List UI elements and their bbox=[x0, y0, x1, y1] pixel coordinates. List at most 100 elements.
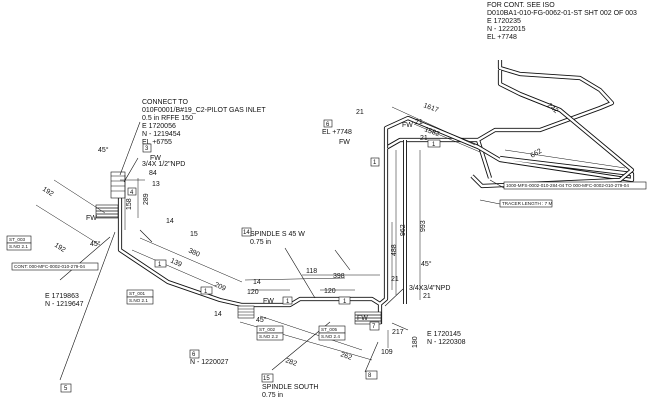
dim-118: 118 bbox=[306, 268, 317, 275]
dim-21a: 21 bbox=[356, 109, 364, 116]
dim-209: 209 bbox=[213, 281, 227, 292]
continuation-north: N - 1222015 bbox=[487, 26, 526, 33]
svg-text:ST_002: ST_002 bbox=[259, 327, 276, 332]
angle-right: 45° bbox=[421, 260, 432, 268]
svg-text:ST_005: ST_005 bbox=[321, 327, 338, 332]
svg-text:1000-MFS-0002-010-284-04 TO 00: 1000-MFS-0002-010-284-04 TO 000-MFC-0002… bbox=[506, 183, 629, 188]
coord-left-east: E 1719863 bbox=[45, 293, 79, 300]
el-mid: EL +7748 bbox=[322, 129, 352, 136]
svg-text:5: 5 bbox=[64, 386, 68, 392]
leader-lines bbox=[59, 121, 505, 381]
svg-text:8: 8 bbox=[368, 373, 372, 379]
continuation-elevation: EL +7748 bbox=[487, 34, 517, 41]
segment-tag-right bbox=[338, 296, 351, 305]
dim-21c: 21 bbox=[420, 135, 428, 142]
fw-mid2: FW bbox=[339, 139, 350, 146]
st002-sno-box bbox=[256, 332, 284, 341]
dim-993: 993 bbox=[420, 220, 427, 232]
svg-text:6: 6 bbox=[192, 352, 196, 358]
dim-192a: 192 bbox=[41, 186, 55, 198]
spindle-south: SPINDLE SOUTH bbox=[262, 384, 318, 391]
item-tag-6-right bbox=[323, 119, 333, 128]
dim-14b: 14 bbox=[214, 311, 222, 318]
fw-top: FW bbox=[150, 155, 161, 162]
st001-sno-box bbox=[126, 296, 154, 305]
angle-bottom: 45° bbox=[256, 316, 267, 324]
segment-tag bbox=[200, 286, 213, 295]
hatched-connection-left bbox=[95, 171, 126, 219]
item-tag-7 bbox=[369, 321, 380, 331]
st005-sno-box bbox=[318, 332, 346, 341]
spindle-s45w-size: 0.75 in bbox=[250, 239, 271, 246]
dim-242: 242 bbox=[546, 102, 560, 115]
svg-text:1: 1 bbox=[343, 299, 347, 305]
svg-text:TRACER LENGTH : 7 M: TRACER LENGTH : 7 M bbox=[502, 201, 552, 206]
middle-labels: 139 380 209 ST_001 S.NO 2.1 14 14 SPINDL… bbox=[126, 227, 378, 399]
dim-21e: 21 bbox=[423, 293, 431, 300]
dim-14-second: 14 bbox=[253, 279, 261, 286]
cont-note-box bbox=[11, 262, 99, 271]
segment-tag bbox=[427, 139, 441, 148]
dim-109: 109 bbox=[381, 349, 393, 356]
item-tag-6 bbox=[189, 349, 200, 359]
dim-14a: 14 bbox=[166, 218, 174, 225]
npd-left: 3/4X 1/2"NPD bbox=[142, 161, 185, 168]
connect-line2: 010F0001/B#19_C2-PILOT GAS INLET bbox=[142, 107, 266, 114]
continuation-line1: FOR CONT. SEE ISO bbox=[487, 2, 555, 9]
dim-662: 662 bbox=[530, 148, 544, 160]
dim-262: 262 bbox=[339, 351, 352, 362]
dim-120b: 120 bbox=[324, 288, 336, 295]
dim-21d: 21 bbox=[391, 276, 399, 283]
dim-398: 398 bbox=[333, 273, 345, 280]
coord-bottom-north: N - 1220027 bbox=[190, 359, 229, 366]
svg-text:1: 1 bbox=[432, 142, 436, 148]
item-tag-8 bbox=[365, 370, 378, 380]
svg-text:S.NO 2.2: S.NO 2.2 bbox=[259, 334, 278, 339]
dim-289: 289 bbox=[143, 193, 150, 205]
dim-120a: 120 bbox=[247, 289, 259, 296]
left-labels: 45° 3 FW 3/4X 1/2"NPD 4 84 13 158 289 19… bbox=[6, 143, 198, 393]
dim-158: 158 bbox=[126, 198, 133, 210]
connect-north: N - 1219454 bbox=[142, 131, 181, 138]
svg-text:15: 15 bbox=[263, 376, 270, 382]
dim-380: 380 bbox=[187, 247, 201, 258]
angle-top-left: 45° bbox=[98, 146, 109, 154]
continuation-east: E 1720235 bbox=[487, 18, 521, 25]
svg-text:14: 14 bbox=[243, 230, 250, 236]
item-tag-3 bbox=[142, 143, 152, 153]
svg-text:7: 7 bbox=[372, 324, 376, 330]
dim-1617: 1617 bbox=[422, 102, 439, 114]
svg-text:3: 3 bbox=[145, 146, 149, 152]
dimension-lines bbox=[35, 95, 626, 361]
angle-left: 45° bbox=[90, 240, 101, 248]
svg-text:CONT: 000-MFC-0002-010-279-04: CONT: 000-MFC-0002-010-279-04 bbox=[14, 264, 85, 269]
item-tag-14 bbox=[241, 227, 252, 237]
item-tag-5 bbox=[60, 383, 72, 393]
svg-text:6: 6 bbox=[326, 122, 330, 128]
spindle-s45w: SPINDLE S 45 W bbox=[250, 231, 305, 238]
segment-tags: 1 1 1 1 1 1 bbox=[154, 139, 441, 305]
item-tag-15 bbox=[261, 373, 274, 383]
dim-15-label: 15 bbox=[190, 231, 198, 238]
svg-text:S.NO 2.4: S.NO 2.4 bbox=[321, 334, 340, 339]
st003-sno-box bbox=[6, 242, 32, 251]
coord-right-north: N - 1220308 bbox=[427, 339, 466, 346]
hatched-connection-bottom bbox=[237, 305, 382, 325]
dim-21b: 21 bbox=[415, 119, 423, 126]
fw-bottom-mid: FW bbox=[263, 298, 274, 305]
dim-282: 282 bbox=[284, 357, 297, 368]
spindle-south-size: 0.75 in bbox=[262, 392, 283, 399]
dim-180: 180 bbox=[412, 336, 419, 348]
svg-text:1: 1 bbox=[204, 289, 208, 295]
continuation-note: FOR CONT. SEE ISO D010BA1-010-FG-0062-01… bbox=[487, 2, 637, 41]
fw-bottom-right: FW bbox=[357, 315, 368, 322]
fw-left: FW bbox=[86, 215, 97, 222]
svg-text:1: 1 bbox=[373, 160, 377, 166]
svg-text:1: 1 bbox=[158, 262, 162, 268]
dim-488: 488 bbox=[391, 244, 398, 256]
dim-139: 139 bbox=[169, 257, 183, 268]
connect-line3: 0.5 in RFFE 150 bbox=[142, 115, 193, 122]
svg-text:ST_003: ST_003 bbox=[9, 237, 26, 242]
coord-right-east: E 1720145 bbox=[427, 331, 461, 338]
